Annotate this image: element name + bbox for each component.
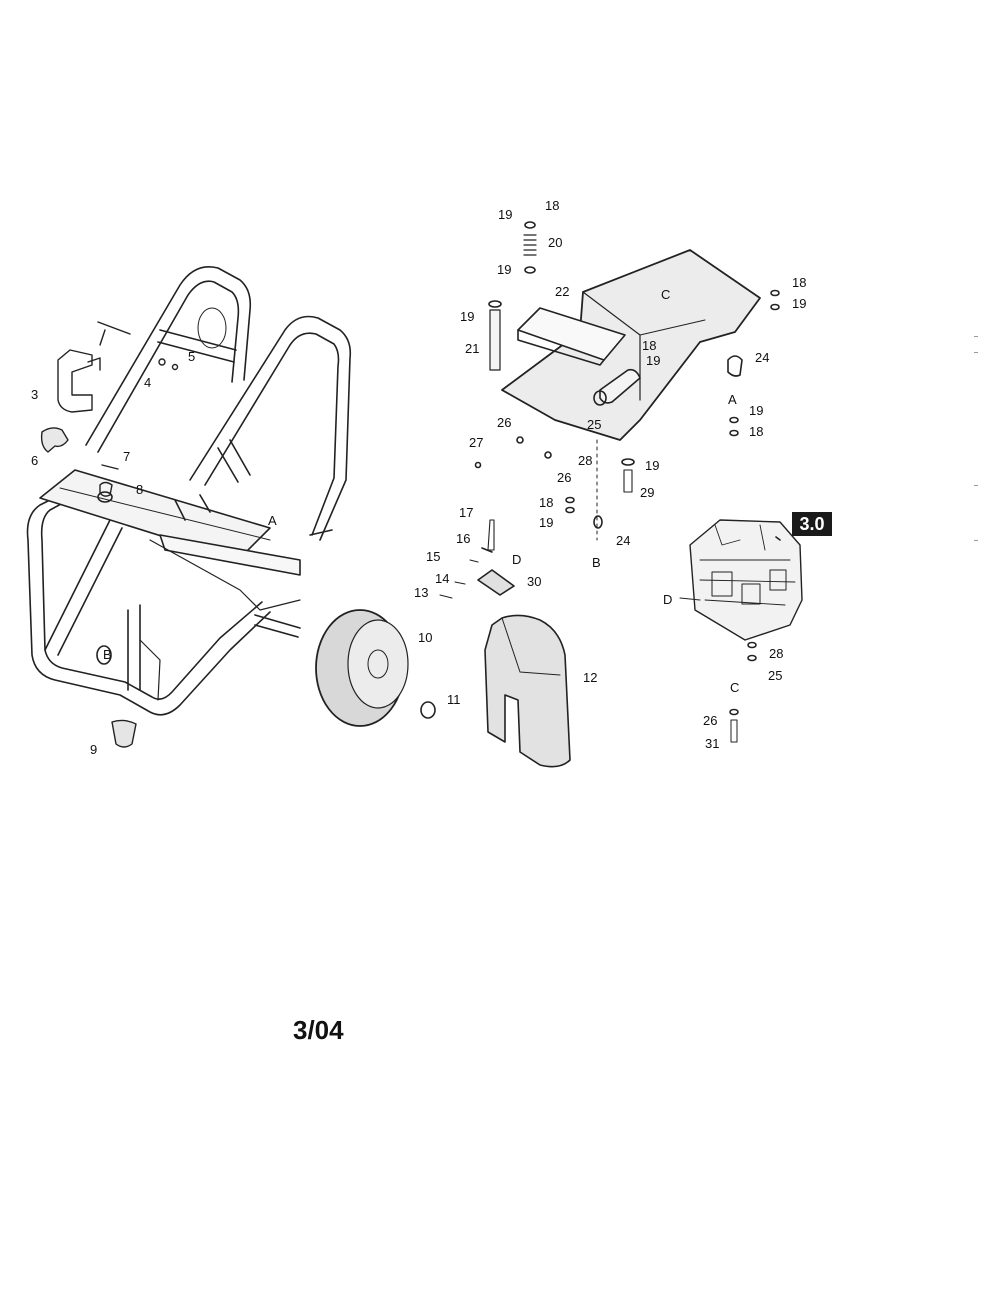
reference-D: D [512, 552, 522, 567]
frame-assembly [26, 266, 352, 716]
callout-18: 18 [792, 275, 807, 290]
section-badge: 3.0 [792, 512, 832, 536]
callout-20: 20 [548, 235, 563, 250]
callout-8: 8 [136, 482, 144, 497]
callout-25: 25 [587, 417, 602, 432]
callout-10: 10 [418, 630, 433, 645]
callout-26: 26 [703, 713, 718, 728]
reference-A: A [268, 513, 277, 528]
callout-11: 11 [447, 692, 461, 707]
callout-18: 18 [539, 495, 554, 510]
callout-28: 28 [578, 453, 593, 468]
callout-25: 25 [768, 668, 783, 683]
reference-C: C [730, 680, 740, 695]
callout-5: 5 [188, 349, 196, 364]
reference-D: D [663, 592, 673, 607]
callout-9: 9 [90, 742, 98, 757]
bracket-parts [40, 321, 179, 748]
reference-C: C [661, 287, 671, 302]
callout-19: 19 [646, 353, 661, 368]
callout-24: 24 [755, 350, 770, 365]
callout-21: 21 [465, 341, 480, 356]
reference-A: A [728, 392, 737, 407]
callout-28: 28 [769, 646, 784, 661]
callout-19: 19 [792, 296, 807, 311]
callout-19: 19 [497, 262, 512, 277]
callout-24: 24 [616, 533, 631, 548]
base-plate-assembly [474, 221, 780, 541]
callout-6: 6 [31, 453, 39, 468]
callout-26: 26 [497, 415, 512, 430]
callout-19: 19 [498, 207, 513, 222]
scan-mark [974, 485, 978, 486]
callout-18: 18 [749, 424, 764, 439]
callout-4: 4 [144, 375, 152, 390]
scan-mark [974, 352, 978, 353]
callout-3: 3 [31, 387, 39, 402]
callout-26: 26 [557, 470, 572, 485]
callout-30: 30 [527, 574, 542, 589]
callout-13: 13 [414, 585, 429, 600]
callout-22: 22 [555, 284, 570, 299]
callout-19: 19 [749, 403, 764, 418]
scan-mark [974, 336, 978, 337]
wheel-parts [315, 609, 436, 727]
belt-guard-parts [439, 519, 571, 768]
callout-29: 29 [640, 485, 655, 500]
callout-18: 18 [642, 338, 657, 353]
callout-19: 19 [460, 309, 475, 324]
pump-motor-assembly [679, 519, 803, 743]
callout-31: 31 [705, 736, 720, 751]
callout-19: 19 [645, 458, 660, 473]
callout-17: 17 [459, 505, 474, 520]
callout-7: 7 [123, 449, 131, 464]
callout-15: 15 [426, 549, 441, 564]
reference-B: B [592, 555, 601, 570]
callout-12: 12 [583, 670, 598, 685]
scan-mark [974, 540, 978, 541]
footer-code: 3/04 [293, 1015, 344, 1045]
callout-14: 14 [435, 571, 450, 586]
callout-18: 18 [545, 198, 560, 213]
reference-B: B [103, 647, 112, 662]
callout-27: 27 [469, 435, 484, 450]
callout-19: 19 [539, 515, 554, 530]
callout-16: 16 [456, 531, 471, 546]
